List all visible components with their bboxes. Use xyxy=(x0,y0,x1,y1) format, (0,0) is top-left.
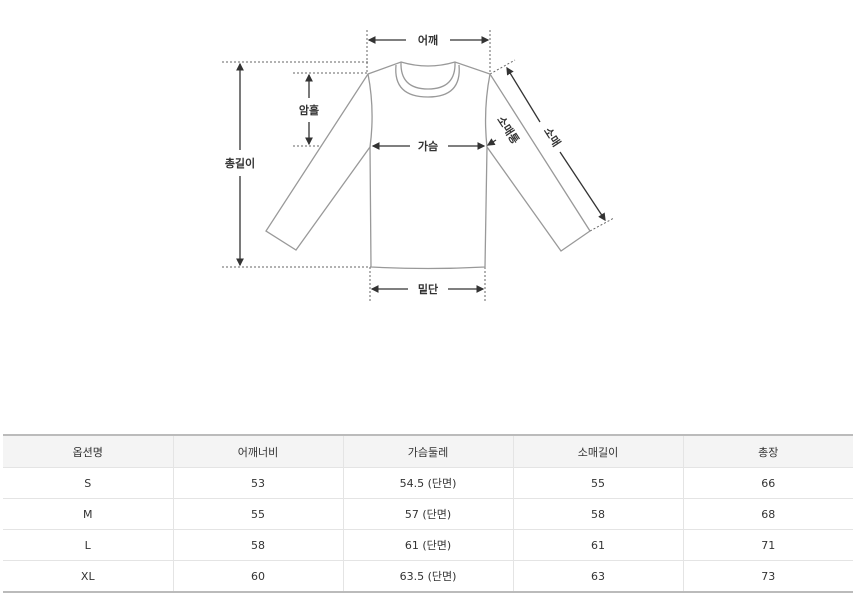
header-sleeve: 소매길이 xyxy=(512,435,683,468)
cell-shoulder: 55 xyxy=(172,498,343,530)
cell-chest: 57 (단면) xyxy=(342,498,513,530)
header-length: 총장 xyxy=(682,435,853,468)
cell-option: XL xyxy=(80,569,95,583)
table-row: L 58 61 (단면) 61 71 xyxy=(3,529,853,561)
size-table: 옵션명 어깨너비 가슴둘레 소매길이 총장 S 53 54.5 (단면) 55 … xyxy=(3,434,853,593)
label-chest: 가슴 xyxy=(418,139,438,153)
cell-sleeve: 61 xyxy=(512,529,683,561)
cell-shoulder: 58 xyxy=(172,529,343,561)
cell-option: S xyxy=(3,467,173,499)
header-shoulder: 어깨너비 xyxy=(172,435,343,468)
cell-length: 68 xyxy=(682,498,853,530)
label-total-length: 총길이 xyxy=(225,156,255,170)
size-diagram: 어깨 암홀 총길이 가슴 밑단 소매통 소매 xyxy=(222,30,615,303)
label-shoulder: 어깨 xyxy=(418,33,438,47)
cell-chest: 63.5 (단면) xyxy=(342,560,513,592)
cell-option: M xyxy=(3,498,173,530)
cell-length: 73 xyxy=(682,560,853,592)
cell-chest: 61 (단면) xyxy=(342,529,513,561)
shirt-outline xyxy=(265,61,591,270)
table-row: M 55 57 (단면) 58 68 xyxy=(3,498,853,530)
cell-chest: 54.5 (단면) xyxy=(342,467,513,499)
guide-lines xyxy=(222,30,615,303)
cell-length: 71 xyxy=(682,529,853,561)
label-hem: 밑단 xyxy=(418,282,438,296)
cell-shoulder: 60 xyxy=(172,560,343,592)
table-row: S 53 54.5 (단면) 55 66 xyxy=(3,467,853,499)
cell-sleeve: 55 xyxy=(512,467,683,499)
measure-arrows xyxy=(236,36,606,293)
label-sleeve: 소매 xyxy=(541,125,564,150)
header-chest: 가슴둘레 xyxy=(342,435,513,468)
cell-shoulder: 53 xyxy=(172,467,343,499)
cell-sleeve: 63 xyxy=(512,560,683,592)
label-armhole: 암홀 xyxy=(299,103,319,117)
header-option: 옵션명 xyxy=(3,435,173,468)
cell-length: 66 xyxy=(682,467,853,499)
cell-sleeve: 58 xyxy=(512,498,683,530)
table-header-row: 옵션명 어깨너비 가슴둘레 소매길이 총장 xyxy=(3,435,853,468)
cell-option: L xyxy=(3,529,173,561)
table-row: XL 60 63.5 (단면) 63 73 xyxy=(3,560,853,592)
